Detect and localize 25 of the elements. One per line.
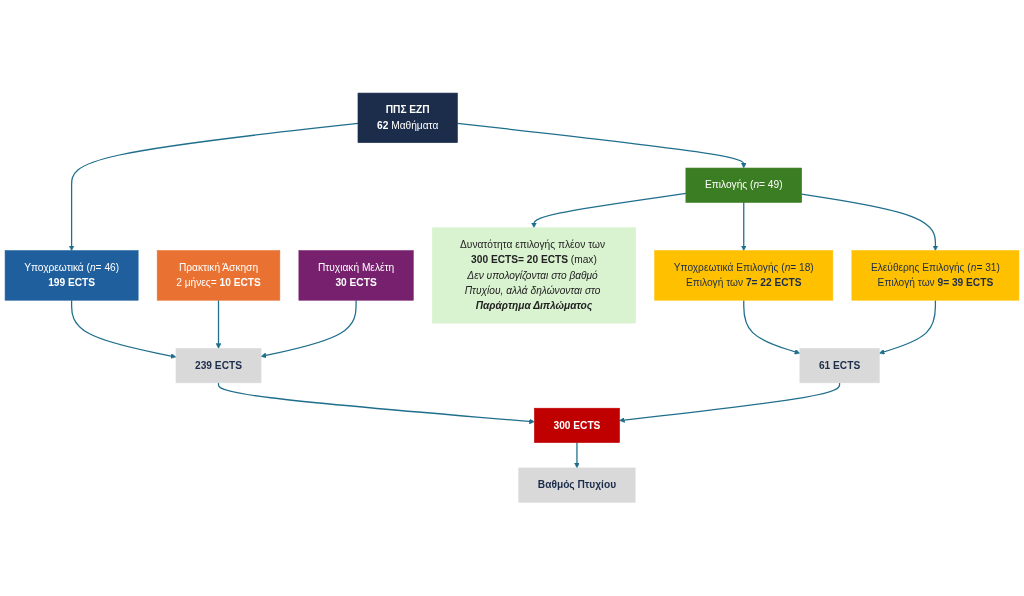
arrow [531,193,687,229]
node-box: 61 ECTS [799,348,880,384]
node-box: Υποχρεωτικά (n= 46) 199 ECTS [4,250,139,301]
node-box: 239 ECTS [175,348,262,384]
arrow [879,299,937,355]
arrow [215,299,222,350]
node-box: Πτυχιακή Μελέτη 30 ECTS [298,250,414,301]
arrow [574,442,580,469]
arrow [70,299,177,360]
arrow [260,299,357,359]
node-box: Βαθμός Πτυχίου [518,467,636,503]
arrow [456,123,747,169]
node-box: Ελεύθερης Επιλογής (n= 31) Επιλογή των 9= 39 ECTS [851,250,1020,301]
node-box: Δυνατότητα επιλογής πλέον των 300 ECTS= 20 ECTS (max) Δεν υπολογίζονται στο βαθμό Πτυχίου, αλλά δηλώνονται στο Παράρτημα Διπλώματος [432,227,636,324]
node-box: Επιλογής (n= 49) [685,168,802,203]
node-box: Πρακτική Άσκηση 2 μήνες= 10 ECTS [156,250,281,301]
arrow [68,123,359,252]
node-box: 300 ECTS [534,408,620,444]
arrow [743,299,801,355]
arrow [740,202,747,252]
arrow [801,193,939,252]
node-box: ΠΠΣ ΕΖΠ 62 Μαθήματα [357,93,458,144]
node-box: Υποχρεωτικά Επιλογής (n= 18) Επιλογή των 7= 22 ECTS [654,250,834,301]
arrow [619,382,841,424]
arrow [217,382,535,425]
